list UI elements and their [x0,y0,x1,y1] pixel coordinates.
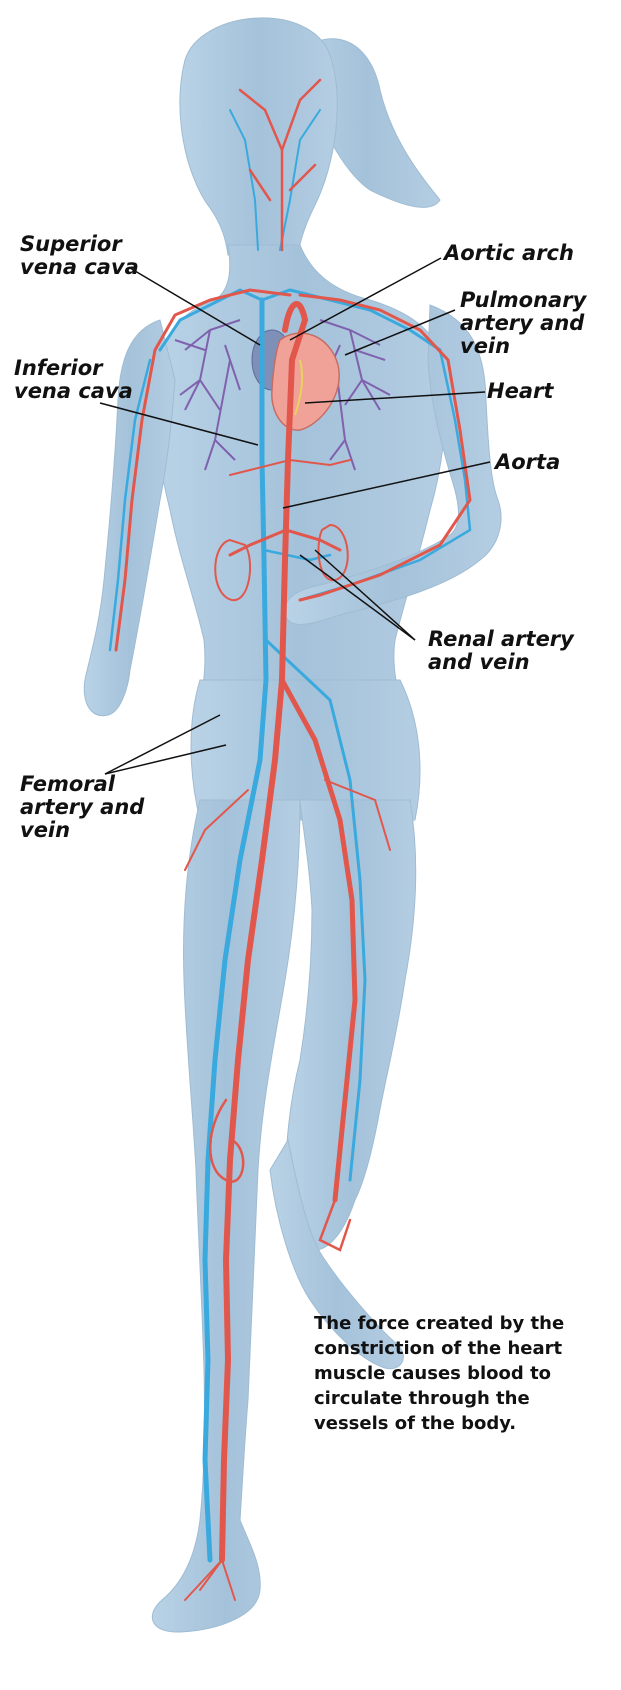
label-aorta: Aorta [495,451,560,474]
label-aortic-arch: Aortic arch [444,242,574,265]
caption: The force created by the constriction of… [314,1311,584,1436]
label-renal-artery-and-vein: Renal artery and vein [428,628,574,674]
label-femoral-artery-and-vein: Femoral artery and vein [20,773,144,842]
label-heart: Heart [487,380,553,403]
label-pulmonary-artery-and-vein: Pulmonary artery and vein [460,289,586,358]
label-inferior-vena-cava: Inferior vena cava [14,357,133,403]
label-superior-vena-cava: Superior vena cava [20,233,139,279]
